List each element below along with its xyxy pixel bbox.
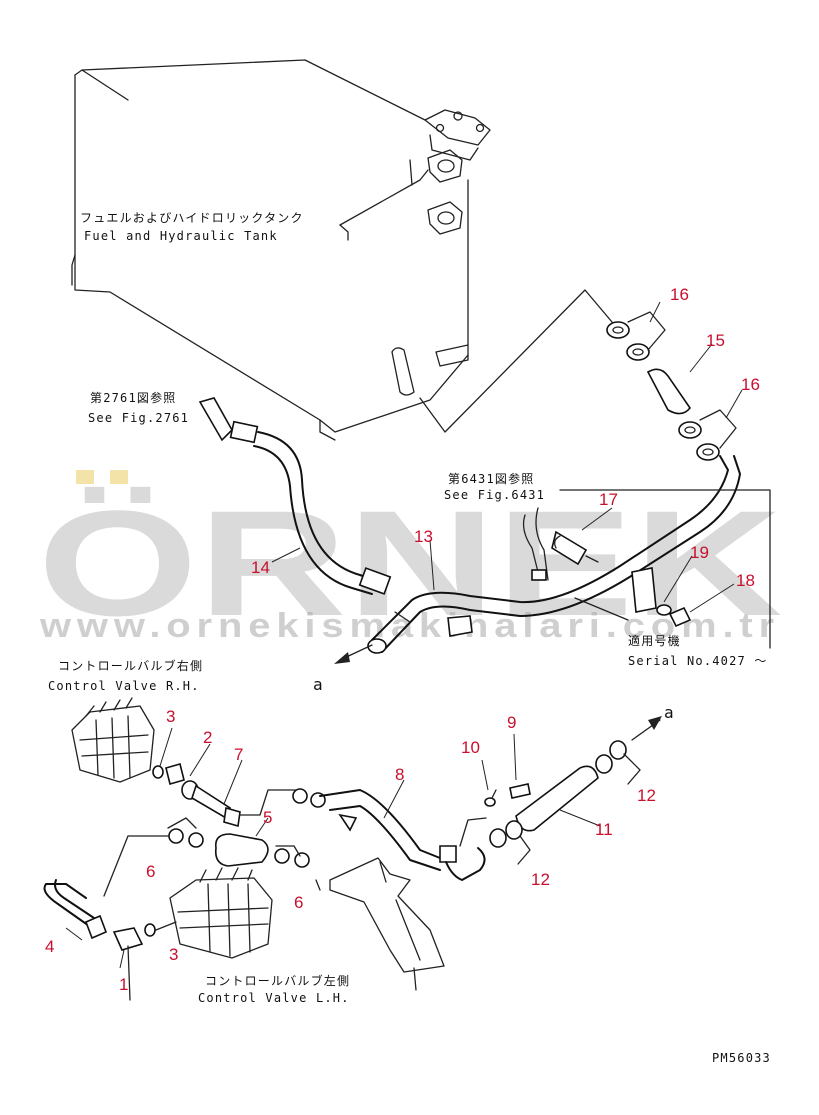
control-valve-lh: コントロールバルブ左側 Control Valve L.H. (169, 867, 350, 1005)
watermark-umlaut-dot (110, 470, 128, 484)
callout-18: 18 (736, 571, 755, 590)
arrow-label-a-top: a (313, 675, 323, 694)
callout-9: 9 (507, 713, 516, 732)
valve-lh-label-jp: コントロールバルブ左側 (205, 973, 350, 988)
callout-6: 6 (146, 862, 155, 881)
watermark-umlaut-dot (76, 470, 94, 484)
lower-piping (43, 740, 641, 1001)
callout-16: 16 (741, 375, 760, 394)
control-valve-rh: コントロールバルブ右側 Control Valve R.H. (48, 658, 203, 783)
serial-inset: 第6431図参照 See Fig.6431 適用号機 Serial No.402… (444, 471, 771, 668)
arrow-label-a-bottom: a (664, 703, 674, 722)
callout-15: 15 (706, 331, 725, 350)
hose-14: 第2761図参照 See Fig.2761 (88, 390, 392, 595)
fuel-hydraulic-tank: フュエルおよびハイドロリックタンク Fuel and Hydraulic Tan… (71, 59, 613, 441)
callout-12: 12 (531, 870, 550, 889)
valve-lh-label-en: Control Valve L.H. (198, 991, 350, 1005)
tank-label-en: Fuel and Hydraulic Tank (84, 229, 278, 243)
ref-6431-jp: 第6431図参照 (448, 471, 535, 486)
serial-label-jp: 適用号機 (628, 633, 681, 648)
tank-label-jp: フュエルおよびハイドロリックタンク (80, 211, 304, 225)
callout-2: 2 (203, 728, 212, 747)
callout-3: 3 (169, 945, 178, 964)
callout-5: 5 (263, 808, 272, 827)
ref-6431-en: See Fig.6431 (444, 488, 545, 502)
callout-17: 17 (599, 490, 618, 509)
callout-19: 19 (690, 543, 709, 562)
pipe-13 (367, 455, 741, 654)
callout-14: 14 (251, 558, 270, 577)
callout-11: 11 (595, 820, 613, 839)
watermark-logo: ÖRNEK (38, 479, 783, 647)
callout-10: 10 (461, 738, 480, 757)
valve-rh-label-en: Control Valve R.H. (48, 679, 200, 693)
callout-16: 16 (670, 285, 689, 304)
callout-7: 7 (234, 745, 243, 764)
valve-rh-label-jp: コントロールバルブ右側 (58, 658, 203, 673)
callout-8: 8 (395, 765, 404, 784)
serial-label-en: Serial No.4027 ～ (628, 654, 768, 668)
drawing-code: PM56033 (712, 1051, 771, 1065)
connection-arrows: a a (313, 644, 674, 741)
callouts (65, 301, 743, 969)
ref-2761-en: See Fig.2761 (88, 411, 189, 425)
callout-6: 6 (294, 893, 303, 912)
callout-labels: 16 15 16 17 19 18 13 14 3 2 7 5 8 10 9 1… (45, 285, 760, 994)
callout-12: 12 (637, 786, 656, 805)
callout-3: 3 (166, 707, 175, 726)
callout-1: 1 (119, 975, 128, 994)
upper-hose-clamps (606, 311, 737, 461)
callout-4: 4 (45, 937, 54, 956)
callout-13: 13 (414, 527, 433, 546)
ref-2761-jp: 第2761図参照 (90, 390, 177, 405)
watermark: ÖRNEK www.ornekismakinalari.com.tr (38, 470, 783, 647)
